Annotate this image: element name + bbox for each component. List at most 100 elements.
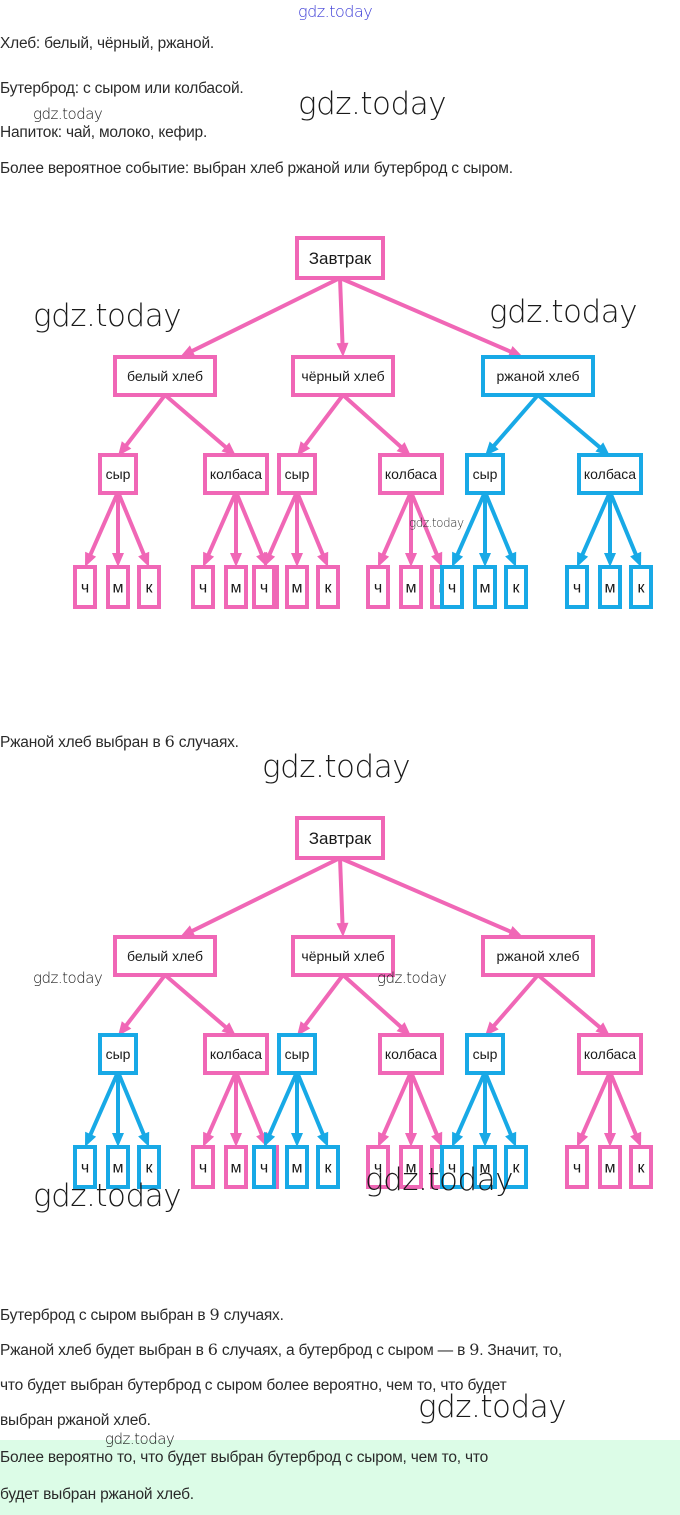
edge-filling-to-drink [452, 1070, 487, 1147]
watermark: gdz.today [262, 749, 411, 785]
drink-node-milk: м [285, 565, 309, 609]
sandwich-options-text: Бутерброд: с сыром или колбасой. [0, 80, 244, 97]
drink-node-tea-label: ч [199, 580, 207, 597]
edge-filling-to-drink [203, 1070, 238, 1147]
edge-bread-to-filling [118, 393, 167, 456]
drink-node-kefir-label: к [325, 1160, 333, 1177]
edge-filling-to-drink [264, 490, 299, 567]
edge-filling-to-drink [378, 490, 413, 567]
drink-node-kefir-label: к [513, 580, 521, 597]
drink-node-milk-label: м [113, 580, 124, 597]
drink-node-kefir-label: к [513, 1160, 521, 1177]
drink-node-milk: м [106, 565, 130, 609]
conclusion-line-1: Ржаной хлеб будет выбран в 6 случаях, а … [0, 1340, 563, 1359]
edge-bread-to-filling [163, 973, 236, 1036]
watermark: gdz.today [105, 1430, 175, 1448]
edge-bread-to-filling [536, 393, 610, 456]
edge-bread-to-filling [341, 393, 411, 456]
bread-node-rye-label: ржаной хлеб [497, 948, 580, 964]
edge-filling-to-drink [608, 490, 642, 567]
drink-node-milk-label: м [406, 580, 417, 597]
drink-node-kefir-label: к [146, 1160, 154, 1177]
drink-node-tea-label: ч [199, 1160, 207, 1177]
edge-filling-to-drink [405, 490, 417, 567]
drink-node-tea: ч [440, 1145, 464, 1189]
edge-filling-to-drink [409, 1070, 443, 1147]
drink-node-kefir: к [504, 1145, 528, 1189]
answer-line-2: будет выбран ржаной хлеб. [0, 1486, 194, 1503]
watermark: gdz.today [418, 1389, 567, 1425]
drink-node-milk: м [399, 1145, 423, 1189]
drink-node-tea: ч [73, 565, 97, 609]
edge-filling-to-drink [112, 490, 124, 567]
drink-node-milk: м [106, 1145, 130, 1189]
edge-filling-to-drink [378, 1070, 413, 1147]
drink-node-kefir: к [504, 565, 528, 609]
edge-bread-to-filling [297, 393, 345, 456]
drink-node-milk: м [473, 565, 497, 609]
bread-node-rye: ржаной хлеб [481, 355, 595, 397]
drink-node-tea-label: ч [573, 580, 581, 597]
watermark: gdz.today [33, 969, 103, 987]
drink-node-kefir: к [316, 1145, 340, 1189]
answer-line-1: Более вероятно то, что будет выбран буте… [0, 1449, 488, 1466]
filling-node-sausage-label: колбаса [385, 466, 437, 482]
caption-rye-bread: Ржаной хлеб выбран в 6 случаях. [0, 732, 239, 751]
drink-node-milk-label: м [231, 1160, 242, 1177]
edge-filling-to-drink [203, 490, 238, 567]
drink-node-milk: м [285, 1145, 309, 1189]
edge-filling-to-drink [577, 1070, 612, 1147]
drink-node-tea: ч [565, 565, 589, 609]
filling-node-cheese: сыр [98, 1033, 138, 1075]
filling-node-cheese: сыр [277, 453, 317, 495]
edge-root-to-bread [336, 856, 349, 937]
tree-diagram-rye-bread: Завтракчмксырчмкколбасабелый хлебчмксырч… [73, 236, 653, 609]
question-text: Более вероятное событие: выбран хлеб ржа… [0, 160, 513, 177]
drink-node-tea-label: ч [81, 580, 89, 597]
drink-node-tea-label: ч [374, 580, 382, 597]
filling-node-cheese-label: сыр [106, 466, 131, 482]
edge-filling-to-drink [608, 1070, 642, 1147]
edge-bread-to-filling [341, 973, 411, 1036]
edge-root-to-bread [180, 276, 342, 357]
edge-bread-to-filling [536, 973, 610, 1036]
bread-node-rye: ржаной хлеб [481, 935, 595, 977]
filling-node-sausage-label: колбаса [584, 1046, 636, 1062]
filling-node-sausage-label: колбаса [584, 466, 636, 482]
edge-root-to-bread [338, 856, 523, 937]
drink-node-milk: м [399, 565, 423, 609]
drink-node-tea-label: ч [448, 1160, 456, 1177]
watermark: gdz.today [489, 294, 638, 330]
drink-node-tea-label: ч [260, 580, 268, 597]
drink-node-tea: ч [565, 1145, 589, 1189]
drink-node-milk-label: м [605, 1160, 616, 1177]
drink-node-milk-label: м [292, 1160, 303, 1177]
drink-node-kefir: к [137, 1145, 161, 1189]
edge-filling-to-drink [295, 490, 329, 567]
drink-node-tea: ч [366, 1145, 390, 1189]
drink-node-kefir: к [137, 565, 161, 609]
drink-node-milk: м [473, 1145, 497, 1189]
edge-filling-to-drink [577, 490, 612, 567]
edge-filling-to-drink [85, 490, 120, 567]
filling-node-cheese-label: сыр [285, 466, 310, 482]
tree-diagram-cheese: Завтракчмксырчмкколбасабелый хлебчмксырч… [73, 816, 653, 1189]
bread-node-white-label: белый хлеб [127, 948, 203, 964]
edge-filling-to-drink [483, 490, 517, 567]
filling-node-cheese-label: сыр [285, 1046, 310, 1062]
conclusion-line-2: что будет выбран бутерброд с сыром более… [0, 1377, 507, 1394]
edge-filling-to-drink [230, 1070, 242, 1147]
drink-node-milk-label: м [231, 580, 242, 597]
root-node-label: Завтрак [309, 249, 372, 268]
drink-node-tea: ч [191, 565, 215, 609]
edge-root-to-bread [180, 856, 342, 937]
filling-node-sausage-label: колбаса [385, 1046, 437, 1062]
bread-node-white: белый хлеб [113, 935, 217, 977]
bread-node-white-label: белый хлеб [127, 368, 203, 384]
filling-node-cheese: сыр [465, 1033, 505, 1075]
edge-bread-to-filling [118, 973, 167, 1036]
answer-block: Более вероятно то, что будет выбран буте… [0, 1440, 680, 1515]
drink-node-milk-label: м [480, 1160, 491, 1177]
bread-node-black-label: чёрный хлеб [301, 368, 384, 384]
bread-node-rye-label: ржаной хлеб [497, 368, 580, 384]
